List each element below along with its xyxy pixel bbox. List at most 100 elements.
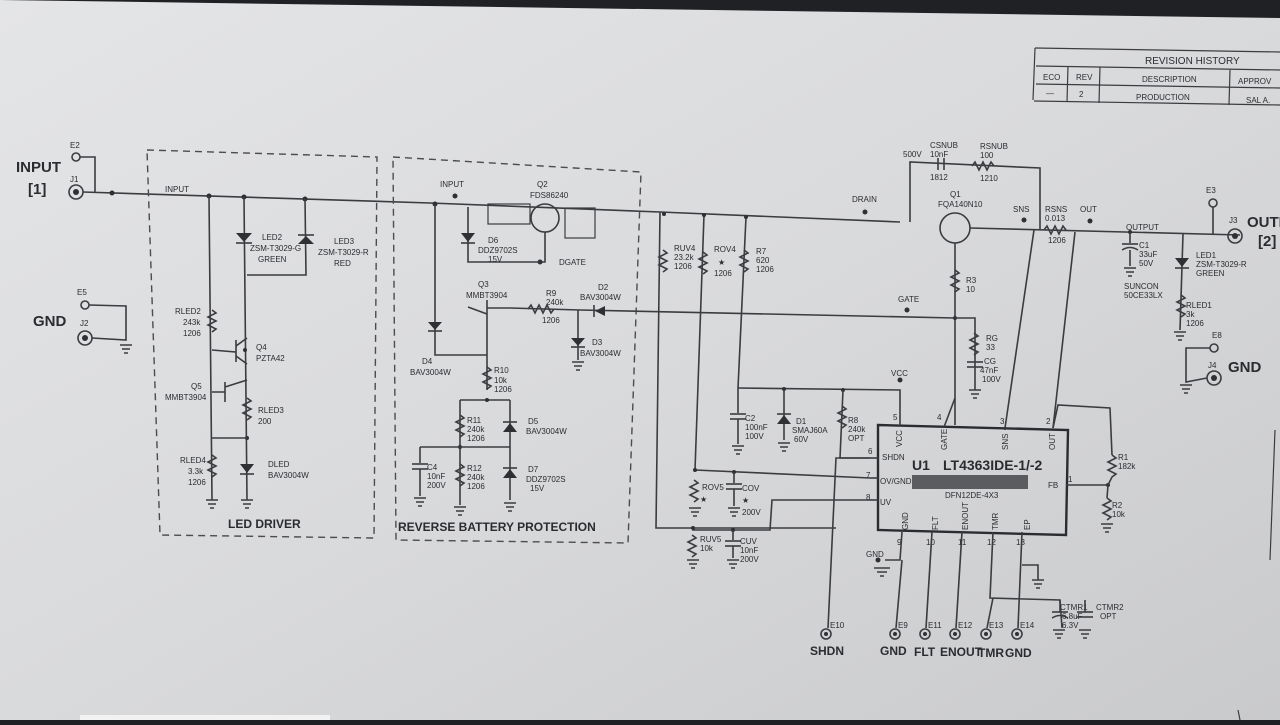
rsnub-value: 100	[980, 151, 994, 160]
tp-shdn-label: SHDN	[810, 644, 844, 658]
net-gate: GATE	[898, 295, 919, 304]
pin-gate-num: 4	[937, 413, 942, 422]
rsnub-size: 1210	[980, 174, 998, 183]
rov4-ref: ROV4	[714, 245, 736, 254]
ic-u1: U1 LT4363IDE-1/-2 DFN12DE-4X3 VCC 5 GATE…	[866, 397, 1136, 547]
led2-ref: LED2	[262, 233, 283, 242]
rov5-star: ★	[700, 495, 707, 504]
e11-label: E11	[928, 621, 942, 630]
r2-ref: R2	[1112, 501, 1123, 510]
pin-sns: SNS	[1001, 434, 1010, 450]
e12-terminal	[949, 628, 961, 640]
net-drain: DRAIN	[852, 195, 877, 204]
led2-color: GREEN	[258, 255, 287, 264]
q5-part: MMBT3904	[165, 393, 207, 402]
net-input: INPUT	[165, 185, 189, 194]
pin-out: OUT	[1048, 433, 1057, 450]
c1-voltage: 50V	[1139, 259, 1154, 268]
r2-value: 10k	[1112, 510, 1126, 519]
gnd-right-label: GND	[1228, 359, 1262, 376]
rev-head-desc: DESCRIPTION	[1142, 75, 1197, 84]
tp-gnd-label: GND	[880, 644, 907, 658]
r11-value: 240k	[467, 425, 485, 434]
ic-part: LT4363IDE-1/-2	[943, 457, 1043, 473]
e11-terminal	[919, 628, 931, 640]
ctmr2-ref: CTMR2	[1096, 603, 1124, 612]
rled4-ref: RLED4	[180, 456, 206, 465]
csnub-voltage: 500V	[903, 150, 922, 159]
net-output: OUTPUT	[1126, 223, 1159, 232]
ruv4-size: 1206	[674, 262, 692, 271]
d1-ref: D1	[796, 417, 807, 426]
led1-part: ZSM-T3029-R	[1196, 260, 1247, 269]
cuv-value: 10nF	[740, 546, 758, 555]
q3-ref: Q3	[478, 280, 489, 289]
d6-voltage: 15V	[488, 255, 503, 264]
net-out: OUT	[1080, 205, 1097, 214]
input-number: [1]	[28, 181, 46, 198]
r11-size: 1206	[467, 434, 485, 443]
rev-head-rev: REV	[1076, 73, 1093, 82]
q2-ref: Q2	[537, 180, 548, 189]
e13-label: E13	[989, 621, 1004, 630]
rled3-ref: RLED3	[258, 406, 284, 415]
r7-value: 620	[756, 256, 770, 265]
led3-color: RED	[334, 259, 351, 268]
r10-value: 10k	[494, 376, 508, 385]
d7-ref: D7	[528, 465, 539, 474]
e13-terminal	[980, 628, 992, 640]
pin-ep: EP	[1023, 519, 1032, 530]
power-stage: DRAIN Q1 FQA140N10 CSNUB 500V 10nF 1812 …	[852, 141, 1241, 429]
led1-color: GREEN	[1196, 269, 1225, 278]
d1-voltage: 60V	[794, 435, 809, 444]
ic-exposed-pad	[912, 475, 1028, 489]
net-gnd: GND	[866, 550, 884, 559]
rev-cell-approv: SAL A.	[1246, 96, 1270, 105]
ic-ref: U1	[912, 457, 930, 473]
rev-head-approv: APPROV	[1238, 77, 1272, 86]
csnub-ref: CSNUB	[930, 141, 958, 150]
e3-label: E3	[1206, 186, 1216, 195]
csnub-size: 1812	[930, 173, 948, 182]
c1-maker: SUNCON	[1124, 282, 1159, 291]
r1-ref: R1	[1118, 453, 1129, 462]
reverse-battery-title: REVERSE BATTERY PROTECTION	[398, 520, 596, 534]
net-vcc: VCC	[891, 369, 908, 378]
rled2-ref: RLED2	[175, 307, 201, 316]
pin-out-num: 2	[1046, 417, 1051, 426]
net-sns: SNS	[1013, 205, 1029, 214]
rev-cell-desc: PRODUCTION	[1136, 93, 1190, 102]
rov4-size: 1206	[714, 269, 732, 278]
d4-part: BAV3004W	[410, 368, 451, 377]
rled1-value: 3k	[1186, 310, 1195, 319]
reverse-battery-block: REVERSE BATTERY PROTECTION INPUT Q2 FDS8…	[392, 156, 956, 544]
d6-ref: D6	[488, 236, 499, 245]
pin-vcc-num: 5	[893, 413, 898, 422]
rsnub-ref: RSNUB	[980, 142, 1008, 151]
csnub-value: 10nF	[930, 150, 948, 159]
gnd-left-port: GND E5 J2	[33, 288, 132, 354]
j3-terminal	[1227, 228, 1243, 244]
revision-title: REVISION HISTORY	[1145, 56, 1240, 67]
r1-value: 182k	[1118, 462, 1136, 471]
input-port: INPUT [1] E2 J1	[16, 141, 96, 200]
revision-history-table: REVISION HISTORY ECO REV DESCRIPTION APP…	[1032, 47, 1280, 106]
rled2-size: 1206	[183, 329, 201, 338]
cov-voltage: 200V	[742, 508, 761, 517]
ctmr1-voltage: 6.3V	[1062, 621, 1079, 630]
c1-part: 50CE33LX	[1124, 291, 1163, 300]
pin-gate: GATE	[940, 429, 949, 450]
rev-cell-eco: —	[1046, 89, 1054, 98]
led3-part: ZSM-T3029-R	[318, 248, 369, 257]
d6-part: DDZ9702S	[478, 246, 518, 255]
tp-gnd2-label: GND	[1005, 646, 1032, 660]
q1-part: FQA140N10	[938, 200, 983, 209]
d7-part: DDZ9702S	[526, 475, 566, 484]
rled4-value: 3.3k	[188, 467, 204, 476]
d5-part: BAV3004W	[526, 427, 567, 436]
c2-ref: C2	[745, 414, 756, 423]
output-number: [2]	[1258, 233, 1276, 250]
cov-star: ★	[742, 496, 749, 505]
rev-head-eco: ECO	[1043, 73, 1060, 82]
